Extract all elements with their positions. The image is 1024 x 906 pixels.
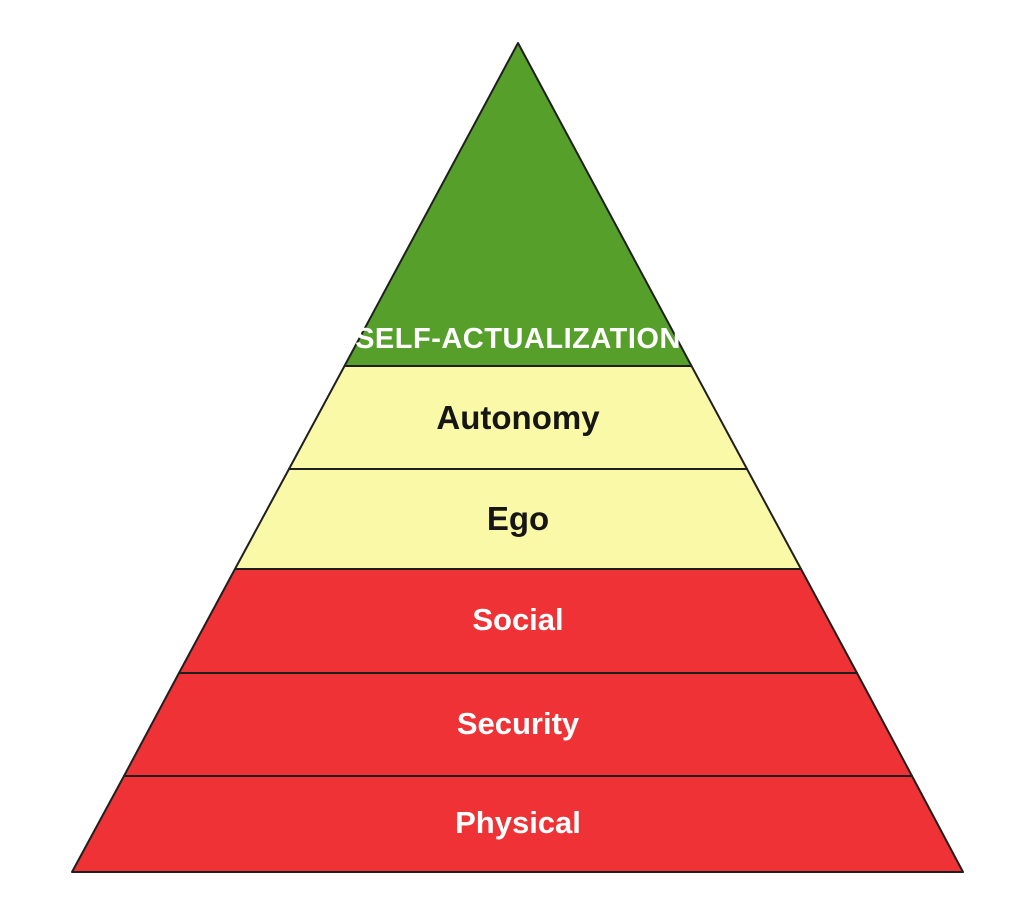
level-physical-shape bbox=[71, 775, 964, 873]
level-autonomy-label: Autonomy bbox=[436, 399, 600, 436]
level-social-label: Social bbox=[472, 602, 563, 637]
level-self-actualization-label: SELF-ACTUALIZATION bbox=[355, 323, 681, 355]
level-self-actualization-shape bbox=[343, 42, 693, 367]
level-physical-label: Physical bbox=[455, 805, 581, 840]
level-ego-label: Ego bbox=[487, 500, 549, 537]
level-security-label: Security bbox=[457, 706, 580, 741]
